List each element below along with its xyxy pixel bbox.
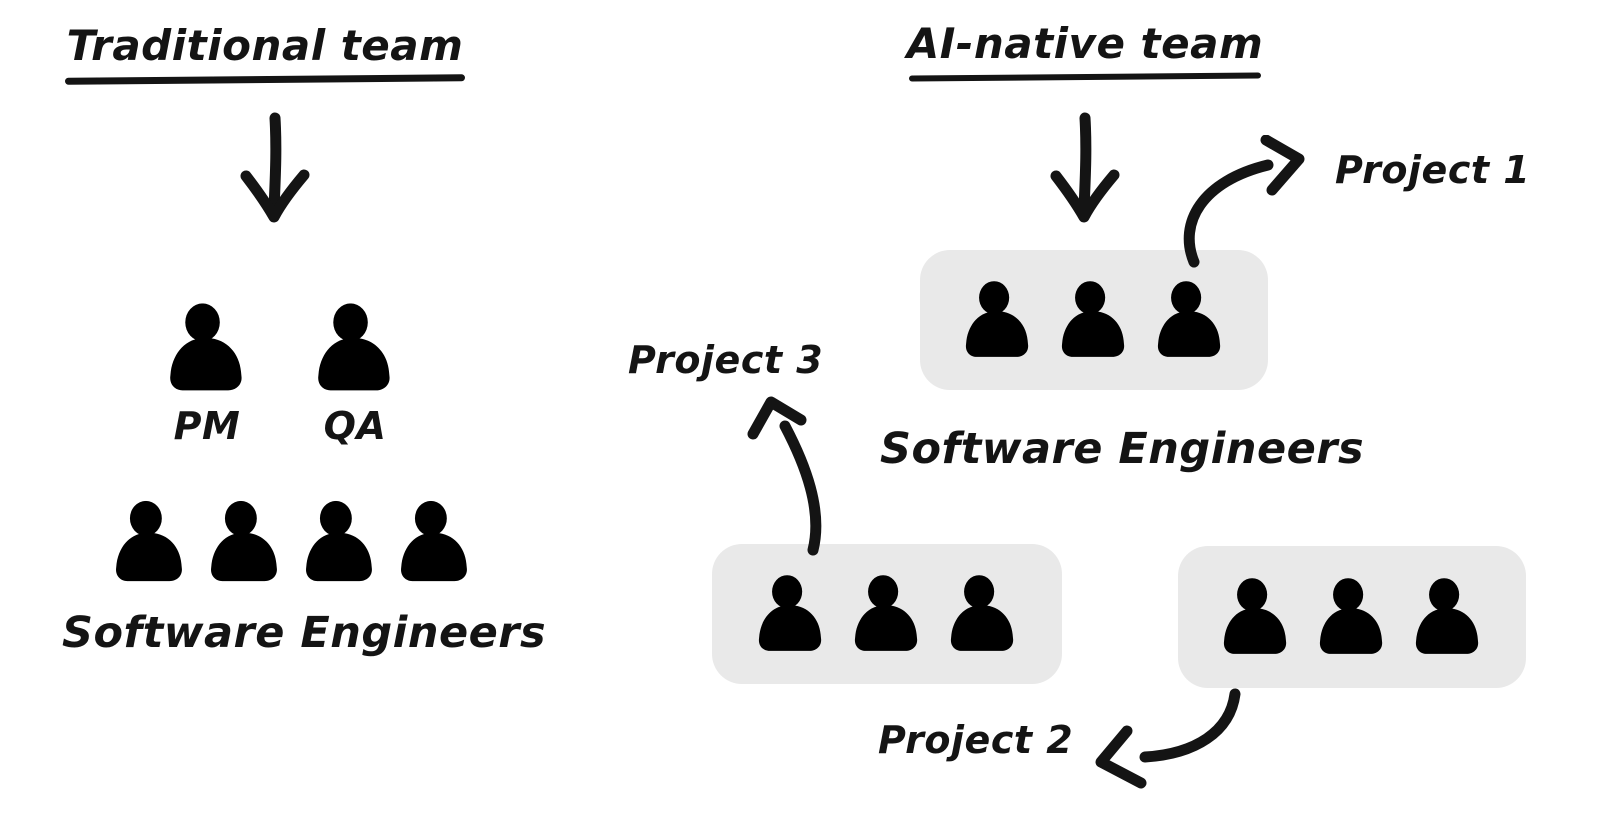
person-icon-engineer — [1156, 278, 1224, 362]
engineer-pod-bottom-right-members — [1222, 575, 1482, 659]
engineer-pod-bottom-left — [712, 544, 1062, 684]
person-icon-engineer — [1318, 575, 1386, 659]
arrow-to-project-1 — [1183, 135, 1305, 268]
traditional-engineers-label: Software Engineers — [62, 608, 547, 658]
engineer-pod-top-members — [964, 278, 1224, 362]
engineer-pod-top — [920, 250, 1268, 390]
down-arrow-traditional — [240, 112, 310, 223]
person-icon-engineer — [209, 496, 281, 588]
engineer-pod-bottom-right — [1178, 546, 1526, 688]
traditional-engineers-row — [114, 496, 471, 588]
project-1-label: Project 1 — [1335, 148, 1531, 192]
person-icon-engineer — [1222, 575, 1290, 659]
traditional-team-title: Traditional team — [66, 21, 464, 70]
person-icon-engineer — [1414, 575, 1482, 659]
person-icon-engineer — [757, 572, 825, 656]
person-icon-engineer — [949, 572, 1017, 656]
ai-native-team-title-block: AI-native team — [880, 19, 1290, 82]
project-3-label: Project 3 — [628, 338, 824, 382]
person-icon-engineer — [399, 496, 471, 588]
person-icon-engineer — [853, 572, 921, 656]
ai-native-team-title: AI-native team — [906, 19, 1264, 68]
person-icon-engineer — [1060, 278, 1128, 362]
person-icon-engineer — [114, 496, 186, 588]
ai-native-engineers-label: Software Engineers — [880, 424, 1365, 474]
role-label-qa: QA — [323, 404, 387, 448]
person-icon-engineer — [964, 278, 1032, 362]
role-label-pm: PM — [173, 404, 241, 448]
project-2-label: Project 2 — [878, 718, 1074, 762]
ai-native-title-underline — [908, 72, 1262, 82]
person-icon-engineer — [304, 496, 376, 588]
traditional-title-underline — [64, 74, 466, 86]
arrow-to-project-2 — [1095, 688, 1241, 789]
arrow-to-project-3 — [747, 396, 822, 556]
person-icon-qa — [316, 302, 394, 394]
down-arrow-ai-native — [1050, 112, 1120, 223]
traditional-team-title-block: Traditional team — [55, 21, 475, 86]
engineer-pod-bottom-left-members — [757, 572, 1017, 656]
person-icon-pm — [168, 302, 246, 394]
